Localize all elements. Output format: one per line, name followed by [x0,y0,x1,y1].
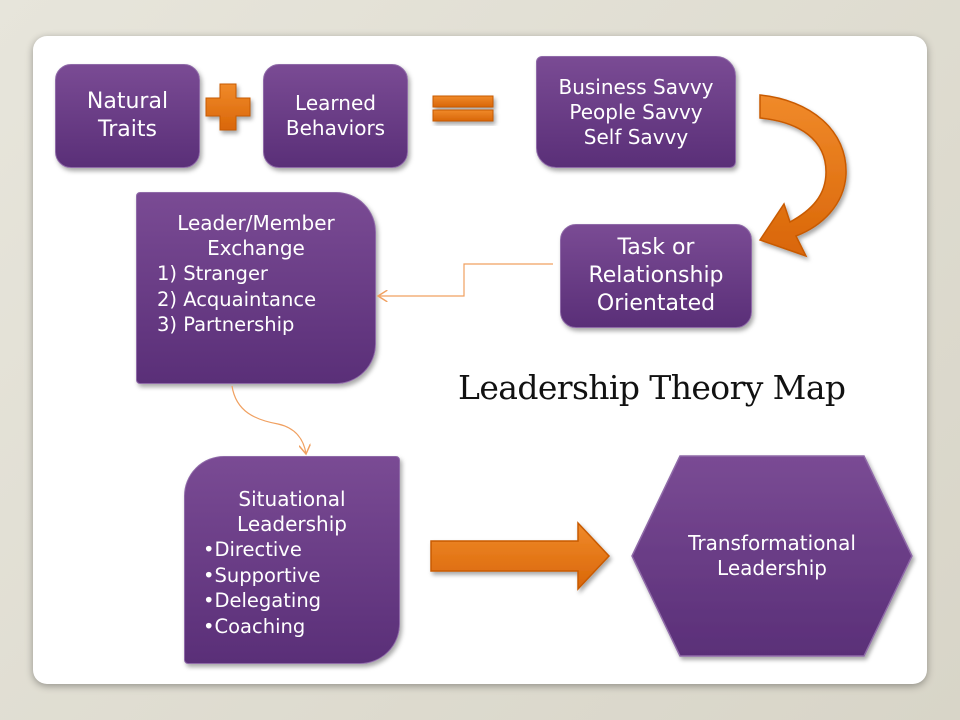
task-relationship-line: Orientated [596,291,716,316]
savvy-line: Self Savvy [583,124,689,149]
savvy-line: Business Savvy [558,74,714,99]
curved-arrow-icon [758,94,847,258]
connector-lmx-to-situational [231,385,306,454]
learned-behaviors-line: Behaviors [285,116,386,140]
savvy-box: Business Savvy People Savvy Self Savvy [536,56,736,168]
learned-behaviors-line: Learned [295,91,376,115]
transformational-line: Leadership [717,556,827,580]
task-relationship-line: Relationship [588,263,724,288]
lmx-list-item: 2) Acquaintance [157,287,317,311]
transformational-hexagon [631,455,913,657]
natural-traits-line: Natural [86,89,169,114]
lmx-heading-line: Exchange [207,236,305,260]
situational-heading-line: Situational [238,487,346,511]
diagram-title: Leadership Theory Map [458,368,846,407]
transformational-label: Transformational Leadership [660,506,884,606]
natural-traits-box: Natural Traits [55,64,200,168]
lmx-list-item: 1) Stranger [157,262,268,285]
leader-member-exchange-box: Leader/Member Exchange 1) Stranger 2) Ac… [136,192,376,384]
savvy-line: People Savvy [569,99,703,124]
situational-list-item: •Delegating [203,589,322,612]
situational-list-item: •Coaching [203,614,306,638]
situational-leadership-box: Situational Leadership •Directive •Suppo… [184,456,400,664]
task-relationship-line: Task or [617,235,695,260]
right-arrow-icon [430,521,611,591]
task-relationship-box: Task or Relationship Orientated [560,224,752,328]
equals-icon [432,95,494,122]
connector-task-to-lmx [378,263,553,296]
situational-list-item: •Supportive [203,563,321,587]
lmx-heading-line: Leader/Member [177,211,335,235]
transformational-line: Transformational [688,531,856,555]
learned-behaviors-box: Learned Behaviors [263,64,408,168]
natural-traits-line: Traits [98,117,157,142]
situational-list-item: •Directive [203,538,302,561]
plus-icon [205,83,251,131]
situational-heading-line: Leadership [237,512,347,536]
lmx-list-item: 3) Partnership [157,313,295,336]
